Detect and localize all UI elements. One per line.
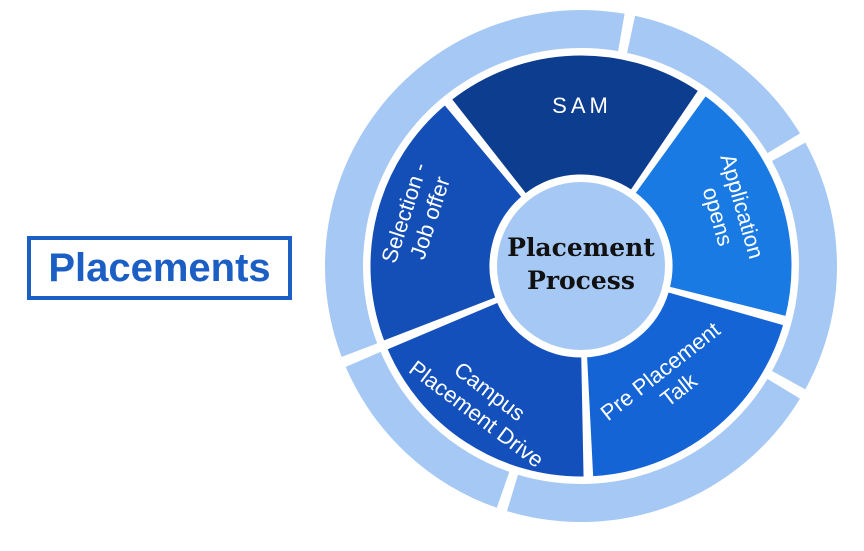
- center-label-line1: Placement: [507, 233, 655, 262]
- outer-ring-piece: [627, 15, 800, 154]
- process-segments: [367, 52, 795, 480]
- center-label-line2: Process: [527, 266, 635, 295]
- outer-ring: [325, 9, 837, 523]
- center-hub: Placement Process: [491, 176, 671, 356]
- outer-ring-piece: [325, 9, 625, 357]
- segment-label-sam: SAM: [552, 93, 612, 118]
- placements-heading-box: Placements: [27, 236, 292, 300]
- center-circle: [491, 176, 671, 356]
- outer-ring-piece: [507, 378, 800, 523]
- outer-ring-piece: [345, 351, 510, 508]
- outer-ring-piece: [772, 142, 837, 390]
- placements-heading: Placements: [48, 245, 271, 290]
